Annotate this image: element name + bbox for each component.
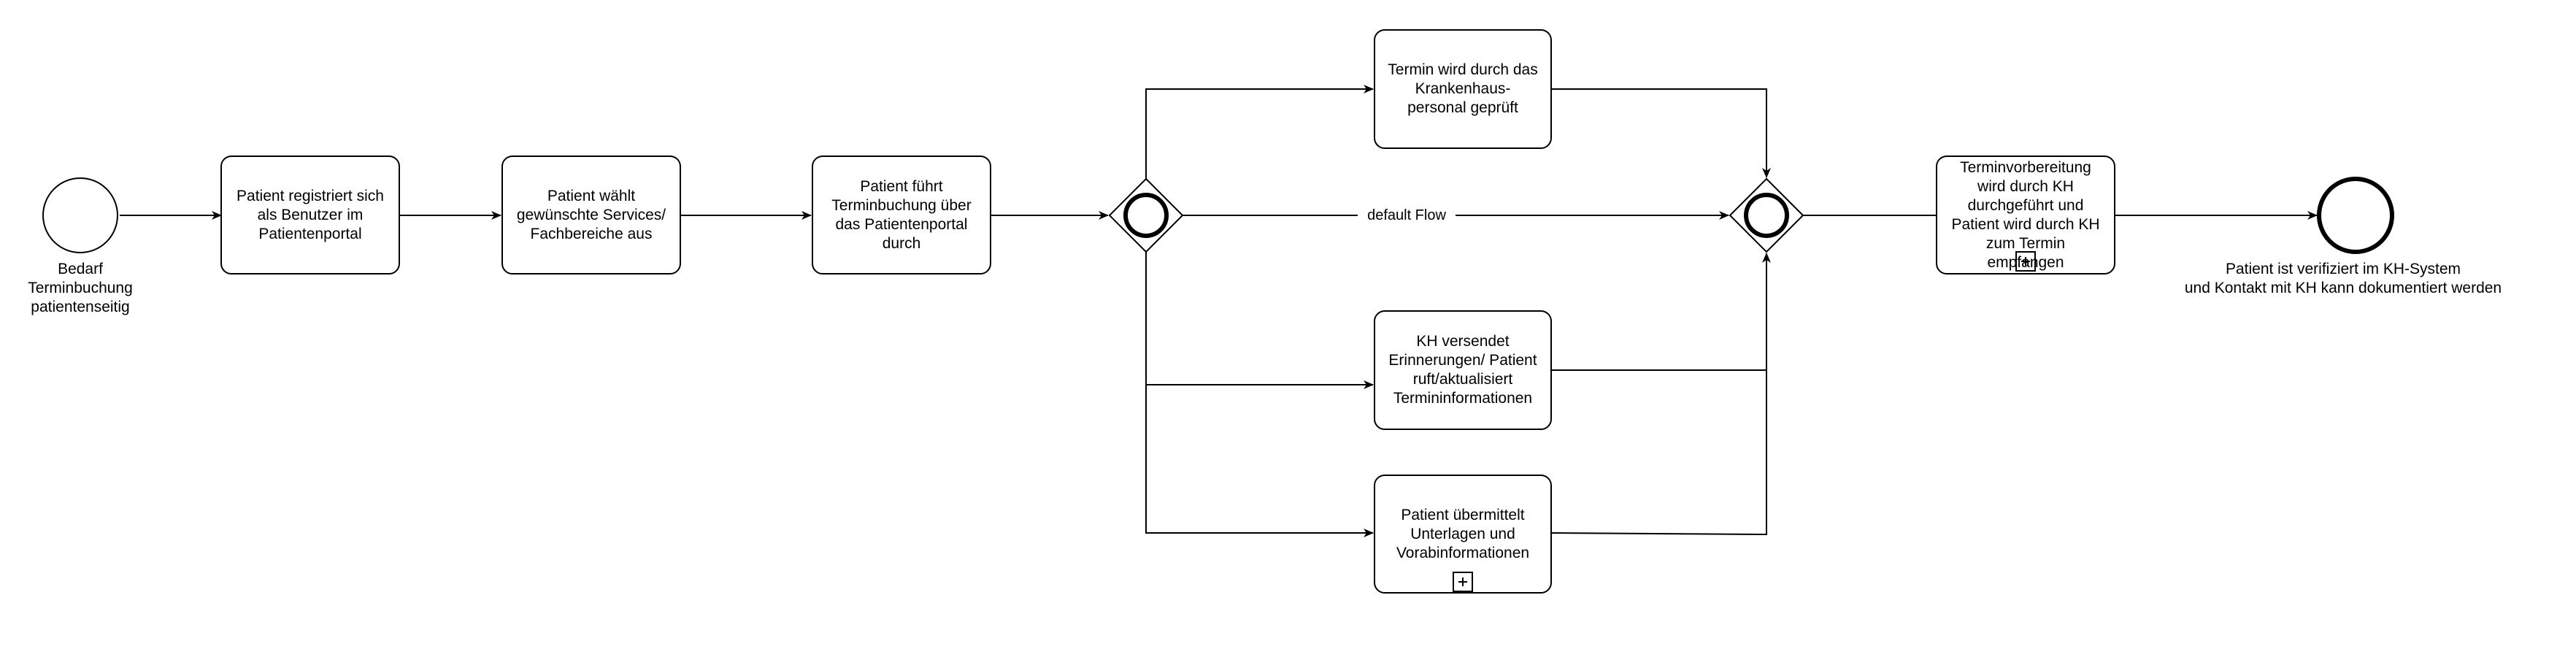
task-register-label: Patient registriert sich als Benutzer im… [237,187,384,242]
task-select-services [501,156,681,275]
task-select-services-label: Patient wählt gewünschte Services/ Fachb… [516,187,666,242]
inclusive-gateway-join [1729,177,1804,253]
flow-documents-to-join [1550,370,1767,536]
task-booking-label: Patient führt Terminbuchung über das Pat… [831,177,972,252]
subprocess-marker-preparation [2015,251,2036,272]
flow-split-to-check [1145,85,1374,179]
flow-split-to-documents [1145,385,1374,537]
end-event-label: Patient ist verifiziert im KH-System und… [2184,261,2502,296]
flow-check-to-join [1551,88,1771,178]
flow-reminders-to-join [1551,253,1771,371]
task-booking [812,156,991,275]
subprocess-marker-documents [1453,572,1473,592]
task-documents [1374,475,1552,594]
task-preparation [1936,156,2115,275]
task-documents-label: Patient übermittelt Unterlagen und Vorab… [1396,506,1530,561]
end-event [2317,177,2394,254]
task-reminders [1374,310,1552,430]
flow-split-to-reminders [1145,252,1374,389]
task-reminders-label: KH versendet Erinnerungen/ Patient ruft/… [1388,333,1537,407]
start-event-label: Bedarf Terminbuchung patientenseitig [28,261,133,315]
start-event [42,177,118,253]
task-preparation-label: Terminvorbereitung wird durch KH durchge… [1951,159,2100,271]
task-register [220,156,400,275]
inclusive-gateway-split [1108,177,1184,253]
task-check [1374,29,1552,149]
task-check-label: Termin wird durch das Krankenhaus- perso… [1388,61,1538,116]
default-flow-label: default Flow [1358,206,1456,225]
